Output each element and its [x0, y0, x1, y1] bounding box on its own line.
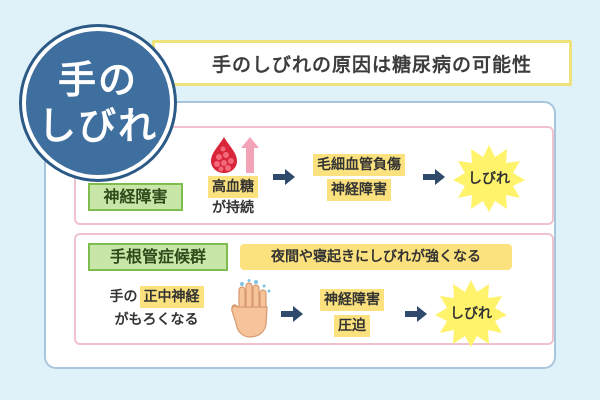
burst-icon: [453, 145, 525, 212]
carpal-cause-highlight: 正中神経: [139, 286, 204, 308]
heading-banner: 手のしびれの原因は糖尿病の可能性: [152, 40, 572, 86]
carpal-tunnel-label: 手根管症候群: [88, 243, 228, 271]
nerve-effect-line-2: 神経障害: [327, 179, 391, 201]
nerve-cause-line-2: が持続: [212, 200, 254, 216]
right-arrow-icon: [273, 169, 295, 185]
nerve-cause-line-1: 高血糖: [208, 176, 258, 198]
nerve-damage-label: 神経障害: [88, 183, 183, 211]
hand-icon: [231, 279, 271, 338]
carpal-effect-line-2: 圧迫: [334, 315, 370, 337]
carpal-cause-prefix: 手の: [109, 289, 138, 305]
right-arrow-icon: [423, 169, 445, 185]
carpal-cause-line-2: がもろくなる: [114, 312, 199, 328]
blood-drop-icon: [211, 137, 237, 173]
carpal-effect: 神経障害 圧迫: [306, 289, 398, 337]
nerve-effect: 毛細血管負傷 神経障害: [304, 154, 414, 201]
title-line-2: しびれ: [37, 104, 158, 148]
carpal-result-burst: しびれ: [434, 278, 508, 348]
up-arrow-icon: [241, 137, 259, 173]
right-arrow-icon: [405, 306, 427, 322]
nerve-result-text: しびれ: [468, 171, 510, 187]
title-line-1: 手の: [57, 58, 138, 102]
carpal-tunnel-note: 夜間や寝起きにしびれが強くなる: [240, 244, 512, 270]
right-arrow-icon: [281, 306, 303, 322]
heading-text: 手のしびれの原因は糖尿病の可能性: [211, 53, 532, 76]
title-badge: 手の しびれ: [22, 27, 174, 179]
burst-icon: [435, 280, 507, 347]
carpal-result-text: しびれ: [450, 306, 492, 322]
nerve-cause: 高血糖 が持続: [198, 176, 268, 218]
carpal-cause: 手の 正中神経 がもろくなる: [84, 286, 229, 330]
nerve-effect-line-1: 毛細血管負傷: [313, 154, 405, 176]
nerve-result-burst: しびれ: [452, 143, 526, 213]
carpal-effect-line-1: 神経障害: [320, 289, 384, 311]
